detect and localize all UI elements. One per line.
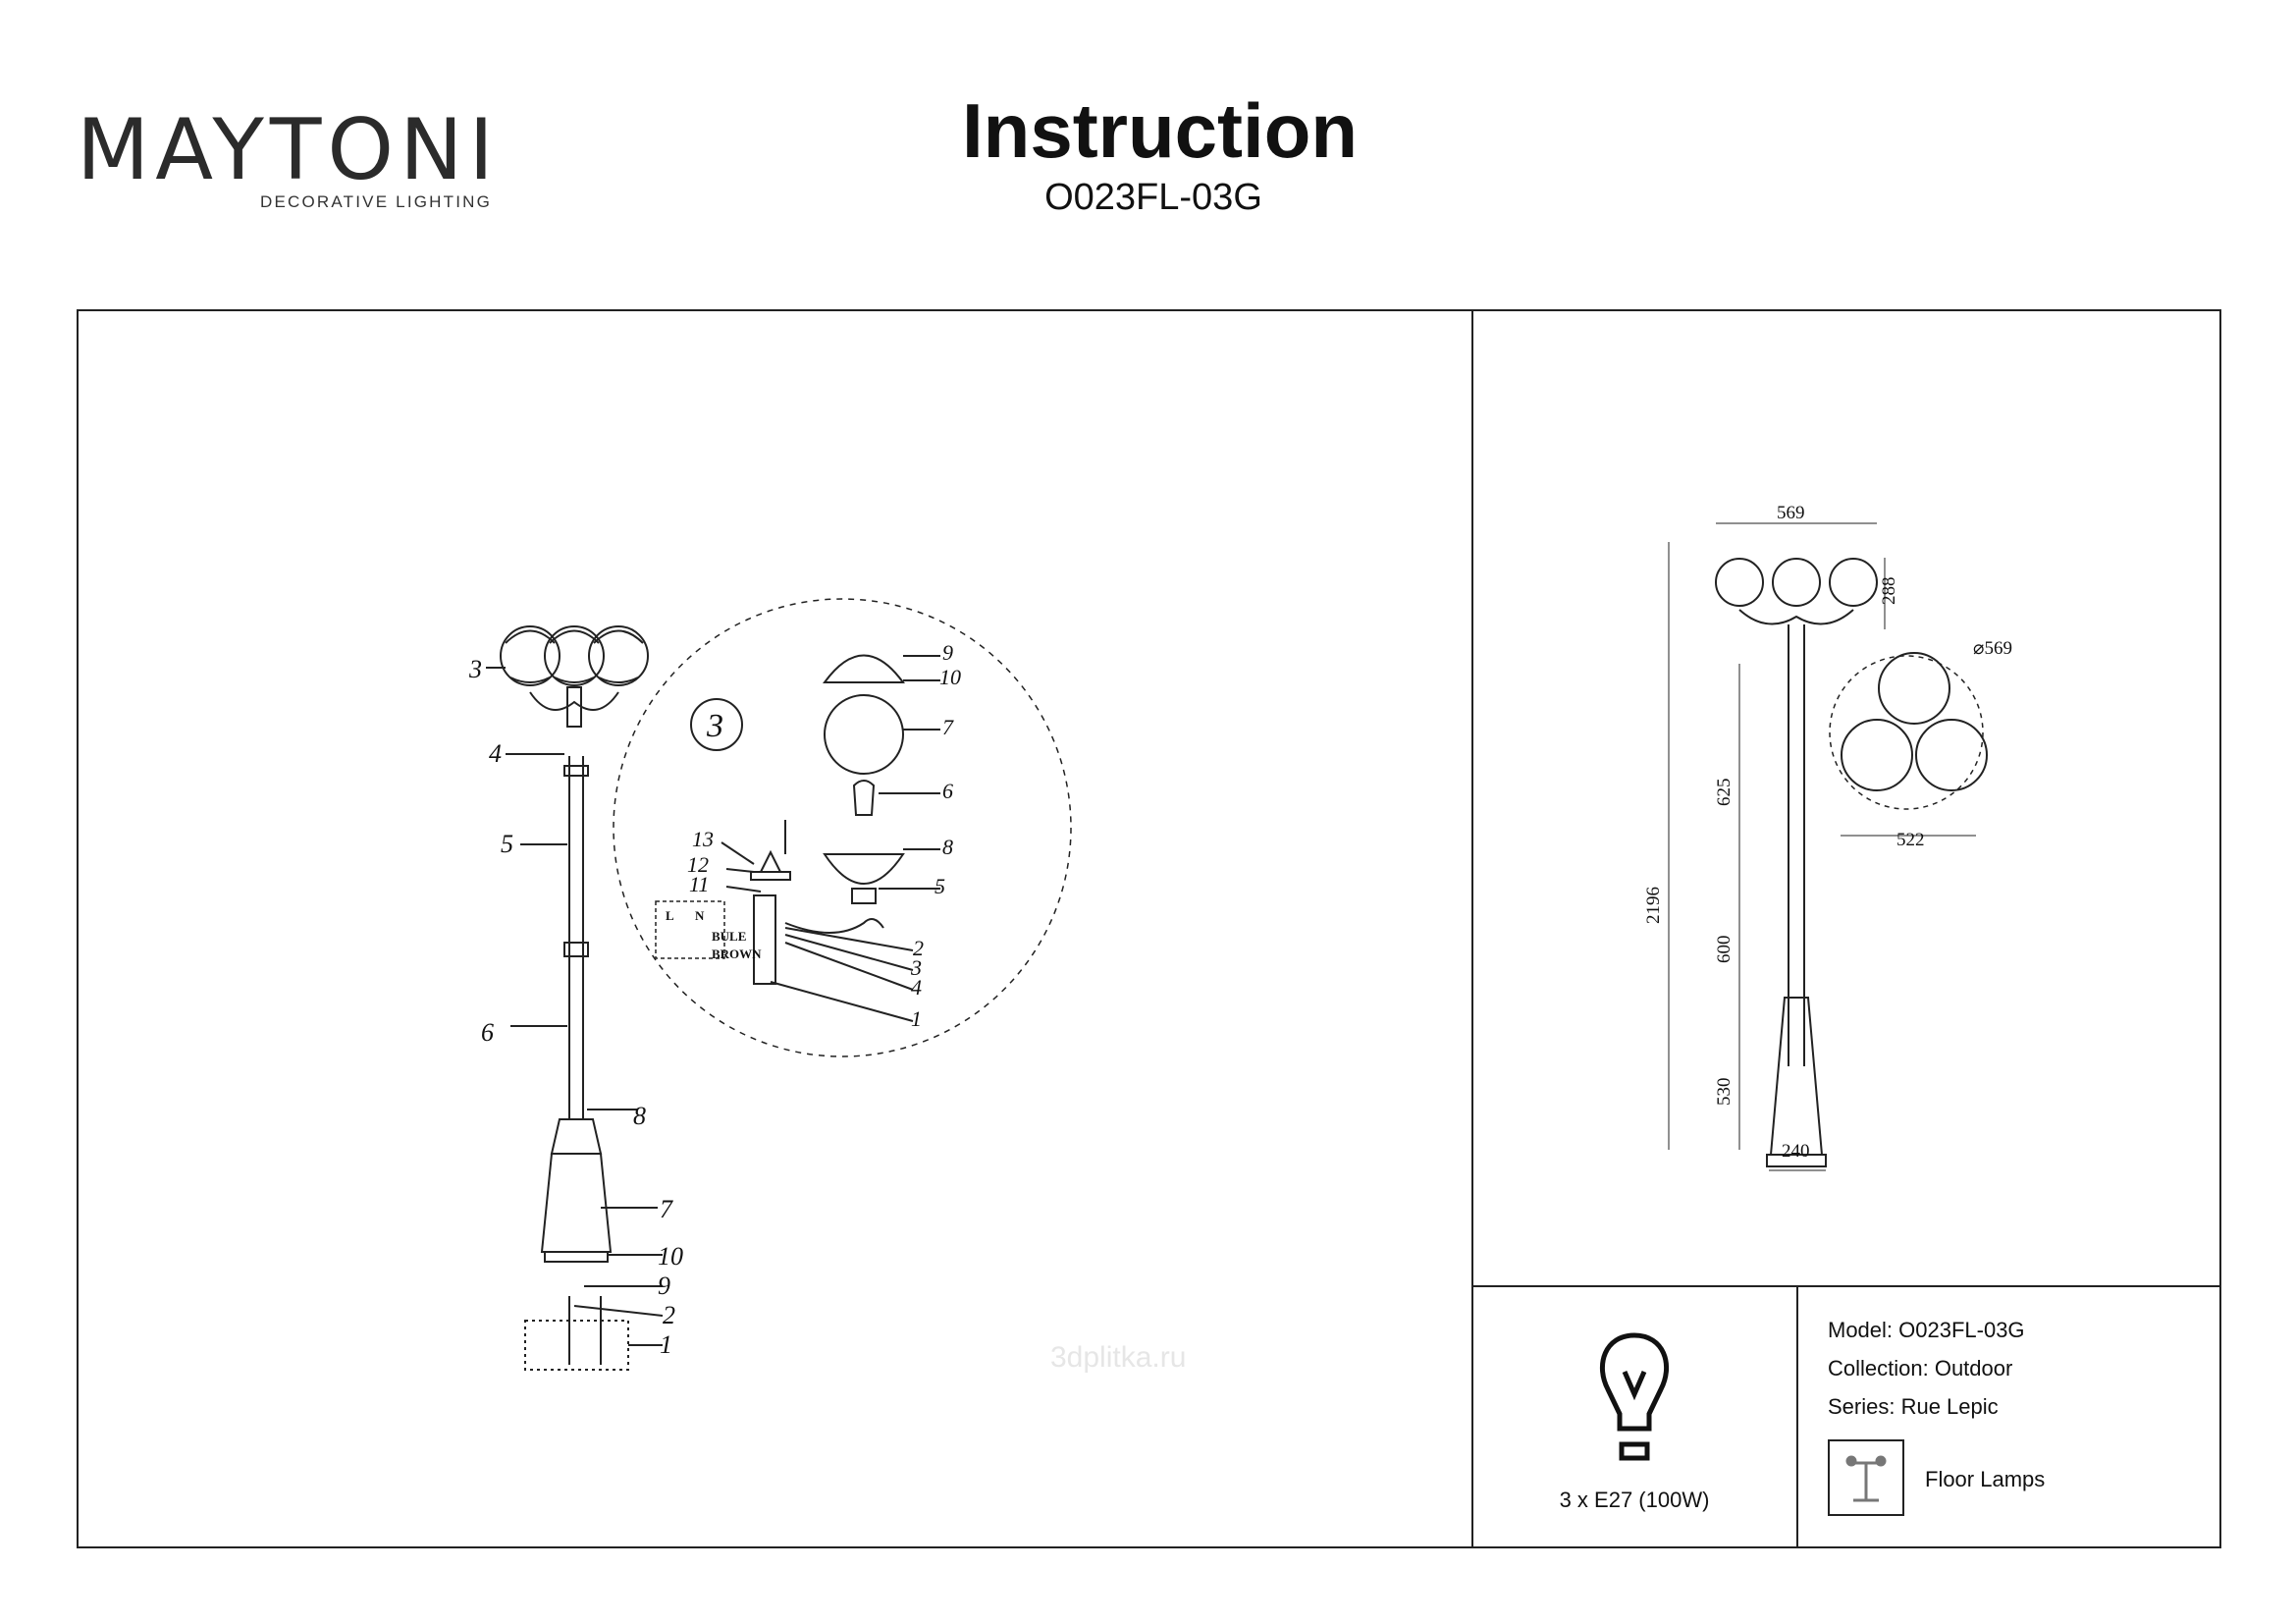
dim-total-height: 2196 bbox=[1643, 887, 1664, 924]
drawing-frame bbox=[77, 309, 2221, 1548]
detail-callout-7: 7 bbox=[942, 715, 954, 739]
lamp-spec: 3 x E27 (100W) bbox=[1559, 1488, 1710, 1512]
callout-7: 7 bbox=[660, 1195, 673, 1223]
info-collection: Collection: Outdoor bbox=[1828, 1356, 2013, 1380]
model-code: O023FL-03G bbox=[1044, 177, 1262, 218]
wire-brown-label: BROWN bbox=[712, 947, 762, 961]
wiring-labels: L N BULE BROWN bbox=[666, 908, 762, 961]
info-model: Model: O023FL-03G bbox=[1828, 1318, 2025, 1342]
lamp-head-left bbox=[500, 625, 561, 686]
watermark: 3dplitka.ru bbox=[1050, 1341, 1187, 1374]
callout-6: 6 bbox=[481, 1018, 494, 1047]
frame-divider-info bbox=[1796, 1285, 1798, 1548]
callout-8: 8 bbox=[633, 1102, 646, 1130]
callout-10: 10 bbox=[658, 1242, 683, 1271]
assembly-diagram: 3 4 5 6 8 7 10 9 2 1 3 9 10 7 6 8 5 13 1… bbox=[468, 598, 1072, 1371]
detail-callout-8: 8 bbox=[942, 835, 953, 859]
dim-base-width: 240 bbox=[1782, 1141, 1810, 1162]
bulb-icon bbox=[1599, 1332, 1670, 1461]
callout-3: 3 bbox=[468, 655, 482, 683]
dim-head-width: 569 bbox=[1777, 503, 1805, 523]
callout-1: 1 bbox=[660, 1330, 672, 1359]
detail-callout-6: 6 bbox=[942, 779, 953, 803]
callout-2: 2 bbox=[663, 1301, 675, 1329]
dim-base-height: 530 bbox=[1714, 1078, 1735, 1107]
detail-callout-1: 1 bbox=[911, 1006, 922, 1031]
dim-diameter: ⌀569 bbox=[1973, 638, 2012, 659]
detail-callout-5: 5 bbox=[934, 874, 945, 898]
frame-divider-horizontal bbox=[1471, 1285, 2221, 1287]
detail-number: 3 bbox=[706, 708, 723, 744]
callout-9: 9 bbox=[658, 1272, 670, 1300]
info-category: Floor Lamps bbox=[1925, 1467, 2046, 1491]
wire-live: L bbox=[666, 908, 674, 923]
callout-5: 5 bbox=[501, 830, 513, 858]
lamp-head-center bbox=[544, 625, 605, 686]
callout-4: 4 bbox=[489, 739, 502, 768]
dimension-diagram: 569 288 ⌀569 522 2196 625 600 530 240 bbox=[1643, 503, 2012, 1171]
detail-number-badge bbox=[690, 698, 743, 751]
dim-middle-pole: 600 bbox=[1714, 936, 1735, 964]
floor-lamp-icon bbox=[1828, 1439, 1904, 1516]
detail-callout-4: 4 bbox=[911, 975, 922, 1000]
detail-callout-12: 12 bbox=[687, 852, 709, 877]
info-series: Series: Rue Lepic bbox=[1828, 1394, 1999, 1419]
dim-plan-width: 522 bbox=[1896, 830, 1925, 850]
detail-callout-11: 11 bbox=[689, 872, 709, 896]
lamp-arms bbox=[529, 691, 619, 711]
wire-neutral: N bbox=[695, 908, 705, 923]
brand-logo: MAYTONI bbox=[77, 101, 500, 199]
detail-callout-13: 13 bbox=[692, 827, 714, 851]
detail-callout-9: 9 bbox=[942, 640, 953, 665]
lamp-head-right bbox=[588, 625, 649, 686]
detail-callout-10: 10 bbox=[939, 665, 961, 689]
wire-blue-label: BULE bbox=[712, 929, 746, 944]
dim-upper-pole: 625 bbox=[1714, 779, 1735, 807]
callout-labels-main: 3 4 5 6 8 7 10 9 2 1 bbox=[468, 655, 683, 1359]
brand-tagline: DECORATIVE LIGHTING bbox=[260, 192, 493, 211]
callout-labels-detail: 9 10 7 6 8 5 13 12 11 2 3 4 1 bbox=[687, 640, 961, 1031]
detail-callout-2: 2 bbox=[913, 936, 924, 960]
detail-circle bbox=[613, 598, 1072, 1057]
frame-divider-vertical bbox=[1471, 309, 1473, 1548]
detail-callout-3: 3 bbox=[910, 955, 922, 980]
page-title: Instruction bbox=[962, 87, 1358, 174]
dim-head-height: 288 bbox=[1879, 577, 1899, 606]
